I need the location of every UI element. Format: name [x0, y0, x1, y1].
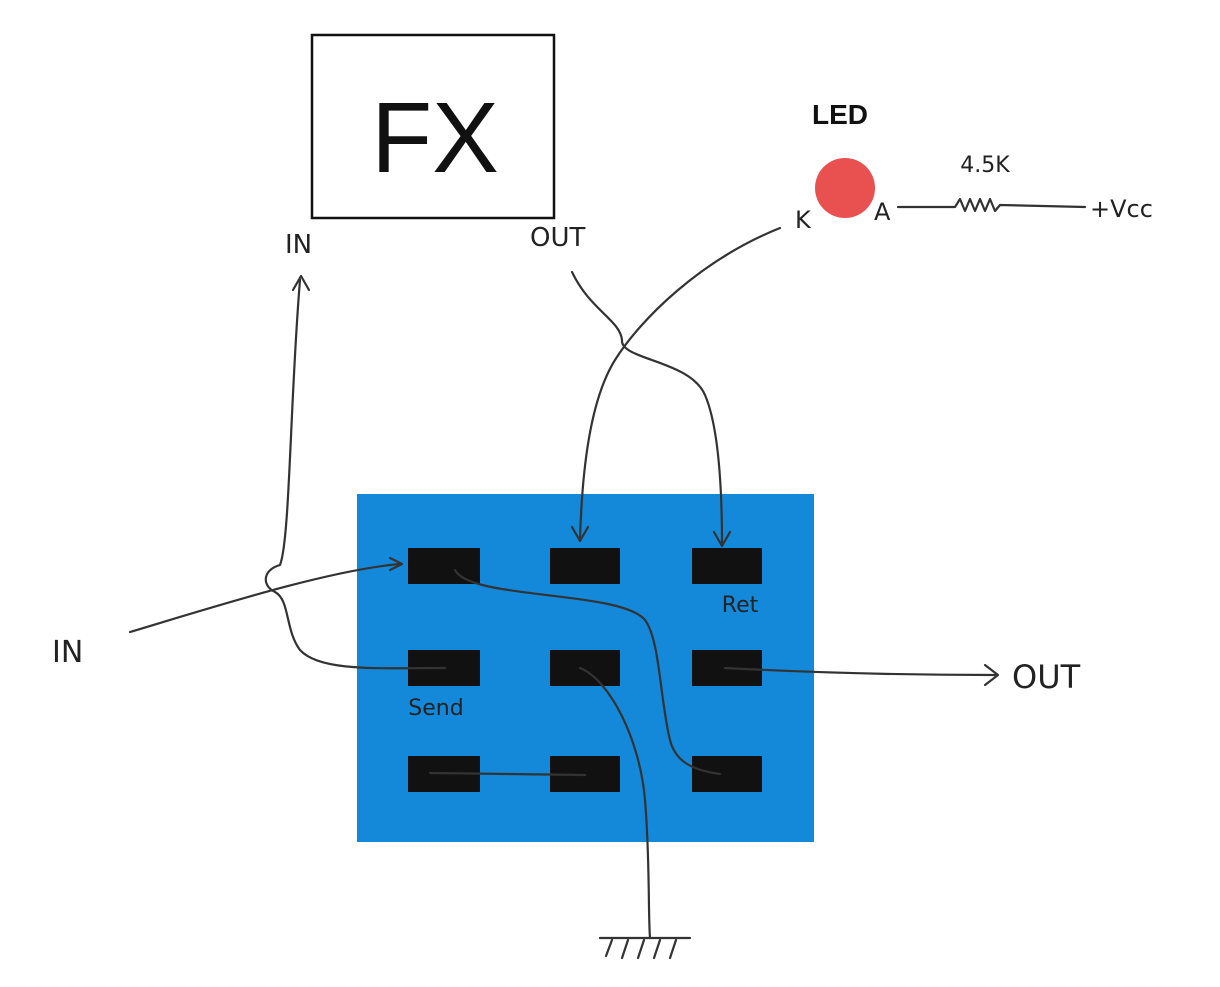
pad7-pad8-wire [428, 771, 587, 777]
output-label: OUT [1012, 658, 1081, 696]
pad-9 [692, 756, 762, 792]
resistor-icon [896, 197, 1087, 213]
arrow-icon [388, 556, 404, 572]
pad-5 [550, 650, 620, 686]
arrow-icon [570, 525, 590, 543]
led-anode-label: A [874, 198, 891, 226]
ret-label: Ret [722, 593, 759, 618]
fx-out-wire [570, 270, 724, 547]
pad-3 [692, 548, 762, 584]
pad-2 [550, 548, 620, 584]
arrow-icon [291, 274, 311, 292]
arrow-icon [712, 530, 732, 548]
fx-box [310, 33, 556, 220]
in-to-pad9-wire [453, 568, 722, 776]
resistor-value: 4.5K [960, 153, 1010, 178]
wires [128, 226, 1000, 940]
vcc-label: +Vcc [1090, 195, 1153, 223]
pad-1 [408, 548, 480, 584]
led-cathode-label: K [795, 206, 812, 234]
fx-in-label: IN [285, 230, 312, 260]
led-label: LED [812, 99, 868, 130]
send-label: Send [408, 696, 463, 721]
output-wire [723, 666, 997, 677]
fx-label: FX [371, 82, 499, 194]
fx-unit: FX IN OUT [285, 33, 585, 260]
led-cathode-wire [578, 226, 782, 542]
led-section: LED K A 4.5K +Vcc [795, 99, 1153, 234]
ground-wire [578, 666, 652, 940]
led-icon [815, 158, 875, 218]
arrow-icon [983, 663, 1000, 687]
ground-icon [598, 936, 692, 960]
input-label: IN [52, 635, 83, 670]
3pdt-switch: Ret Send [357, 494, 814, 842]
fx-out-label: OUT [530, 223, 585, 253]
send-wire [264, 278, 447, 670]
